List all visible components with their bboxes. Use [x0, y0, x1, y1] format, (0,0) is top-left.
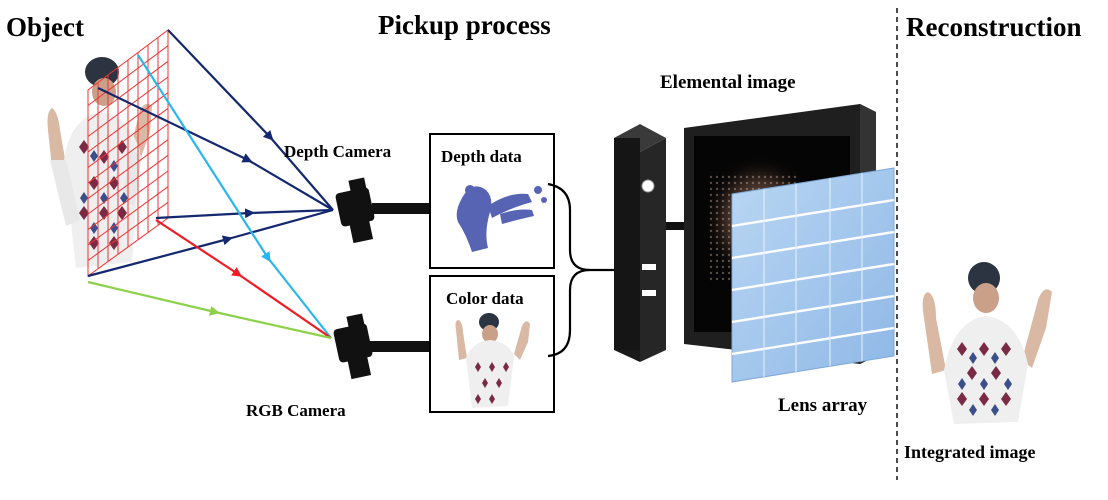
color-data-label: Color data	[446, 289, 524, 308]
ray-cyan	[137, 54, 271, 263]
ray-navy-3	[155, 208, 255, 220]
reconstruction-title: Reconstruction	[906, 12, 1081, 42]
ray-green	[87, 280, 220, 316]
object-person-figure	[47, 57, 152, 268]
computer-tower-icon	[614, 124, 666, 362]
tower-monitor-cable	[666, 222, 684, 230]
rgb-camera-icon	[333, 313, 430, 380]
integrated-image-person	[922, 262, 1052, 424]
depth-data-label: Depth data	[441, 147, 522, 166]
data-connector	[547, 182, 616, 358]
pickup-rays	[87, 29, 334, 340]
lens-array-label: Lens array	[778, 395, 868, 416]
lens-array	[731, 167, 895, 383]
rgb-camera-label: RGB Camera	[246, 401, 346, 420]
depth-camera-label: Depth Camera	[284, 142, 392, 161]
pickup-process-title: Pickup process	[378, 10, 551, 40]
depth-data-box	[429, 133, 555, 269]
ray-navy-1	[167, 29, 274, 141]
integrated-image-label: Integrated image	[904, 442, 1035, 462]
color-data-box	[429, 275, 555, 413]
ray-red	[155, 219, 243, 277]
depth-camera-icon	[335, 177, 430, 244]
ray-navy-2	[97, 87, 253, 163]
object-title: Object	[6, 12, 84, 42]
elemental-image-label: Elemental image	[660, 72, 796, 93]
ray-navy-4	[87, 235, 233, 278]
